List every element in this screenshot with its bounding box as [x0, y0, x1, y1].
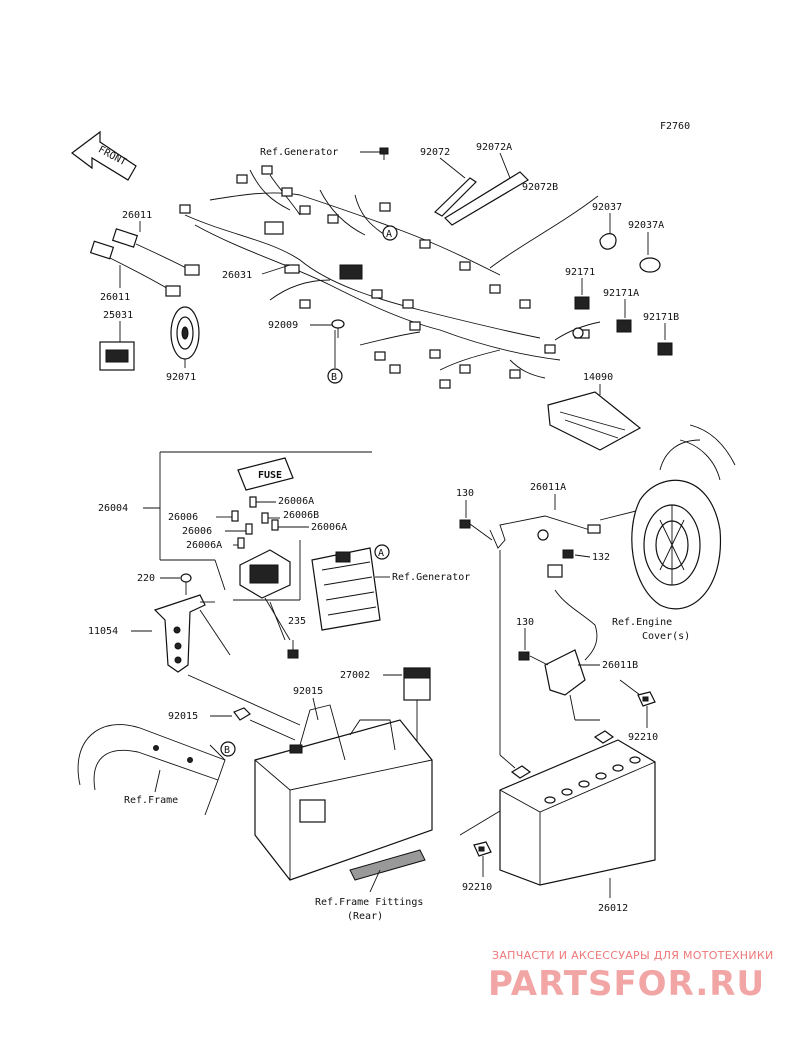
bolt-130-top — [459, 519, 471, 529]
cable-tie-92072 — [434, 177, 477, 217]
bolt-130-bottom — [518, 651, 530, 661]
engine-cover — [631, 424, 736, 610]
p26011-top-label: 26011 — [122, 210, 152, 221]
p26006a-3-label: 26006A — [186, 540, 222, 551]
nut-92015 — [233, 707, 251, 721]
callout-b-top: B — [327, 330, 343, 384]
p92171-label: 92171 — [565, 267, 595, 278]
screw-220 — [180, 573, 192, 595]
p92171b-label: 92171B — [643, 312, 679, 323]
p26011b-label: 26011B — [602, 660, 638, 671]
p92072-label: 92072 — [420, 147, 450, 158]
ref-frame-fittings-label-1: Ref.Frame Fittings — [315, 897, 423, 908]
p26011-bot-label: 26011 — [100, 292, 130, 303]
p92037-label: 92037 — [592, 202, 622, 213]
p92072a-label: 92072A — [476, 142, 512, 153]
callout-b-label: B — [331, 372, 337, 383]
clip-92171b — [657, 342, 673, 356]
p92210-2-label: 92210 — [462, 882, 492, 893]
p26006a-2-label: 26006A — [311, 522, 347, 533]
p26006b-label: 26006B — [283, 510, 319, 521]
p92037a-label: 92037A — [628, 220, 664, 231]
callout-a-top: A — [382, 225, 398, 241]
p130-2-label: 130 — [516, 617, 534, 628]
relay-27002 — [403, 667, 431, 701]
p14090-label: 14090 — [583, 372, 613, 383]
p25031-label: 25031 — [103, 310, 133, 321]
cable-tie-92072a — [444, 171, 529, 226]
callout-b-mid: B — [220, 741, 236, 757]
callout-a-mid: A — [374, 544, 390, 560]
p11054-label: 11054 — [88, 626, 118, 637]
battery-case — [254, 704, 433, 881]
ref-engine-cover-label-1: Ref.Engine — [612, 617, 672, 628]
bolt-235 — [287, 640, 299, 659]
figure-code: F2760 — [660, 121, 690, 132]
ref-engine-cover-label-2: Cover(s) — [642, 631, 690, 642]
screw-132 — [562, 549, 574, 559]
grommet-92071 — [170, 306, 200, 360]
ref-generator-top-label: Ref.Generator — [260, 147, 338, 158]
bracket-11054 — [153, 594, 206, 673]
relay-25031 — [99, 341, 135, 371]
clamp-92037 — [599, 233, 617, 250]
fuse-text: FUSE — [258, 470, 282, 481]
svg-text:B: B — [224, 745, 230, 756]
frame-tube — [77, 724, 226, 816]
p92071-label: 92071 — [166, 372, 196, 383]
p26006-2-label: 26006 — [182, 526, 212, 537]
clip-92171a — [616, 319, 632, 333]
p132-label: 132 — [592, 552, 610, 563]
screw-92009 — [331, 319, 345, 338]
p26012-label: 26012 — [598, 903, 628, 914]
bolt-ref-generator — [379, 147, 389, 160]
ref-generator-mid-label: Ref.Generator — [392, 572, 470, 583]
p130-1-label: 130 — [456, 488, 474, 499]
fuses — [216, 496, 309, 549]
clamp-92037a — [639, 257, 661, 273]
nut-92210-bottom — [473, 841, 492, 857]
callout-a-label: A — [386, 229, 392, 240]
p27002-label: 27002 — [340, 670, 370, 681]
p92015-2-label: 92015 — [168, 711, 198, 722]
p92072b-label: 92072B — [522, 182, 558, 193]
watermark-logo: PARTSFOR.RU — [488, 964, 766, 1004]
fuse-cover: FUSE — [237, 457, 294, 491]
cable-26011b — [544, 564, 598, 696]
lead-wire-26011-top — [111, 221, 200, 276]
front-arrow: FRONT — [71, 130, 137, 181]
p92015-1-label: 92015 — [293, 686, 323, 697]
cable-tie-92072b — [489, 195, 599, 269]
p92171a-label: 92171A — [603, 288, 639, 299]
svg-text:A: A — [378, 548, 384, 559]
clip-92171 — [574, 296, 590, 310]
p235-label: 235 — [288, 616, 306, 627]
ref-frame-fittings-label-2: (Rear) — [347, 911, 383, 922]
p92009-label: 92009 — [268, 320, 298, 331]
p26006a-1-label: 26006A — [278, 496, 314, 507]
p92210-1-label: 92210 — [628, 732, 658, 743]
ref-frame-label: Ref.Frame — [124, 795, 178, 806]
p26004-label: 26004 — [98, 503, 128, 514]
main-harness — [179, 165, 601, 389]
battery-26012 — [499, 730, 656, 886]
p26011a-label: 26011A — [530, 482, 566, 493]
fuse-box — [239, 549, 291, 641]
regulator — [311, 547, 381, 631]
watermark-tagline: ЗАПЧАСТИ И АКСЕССУАРЫ ДЛЯ МОТОТЕХНИКИ — [492, 949, 774, 962]
p220-label: 220 — [137, 573, 155, 584]
cable-26011a — [489, 515, 601, 549]
lead-wire-26011-bot — [89, 240, 181, 297]
p26031-label: 26031 — [222, 270, 252, 281]
p26006-1-label: 26006 — [168, 512, 198, 523]
nut-92210-top — [637, 691, 656, 707]
